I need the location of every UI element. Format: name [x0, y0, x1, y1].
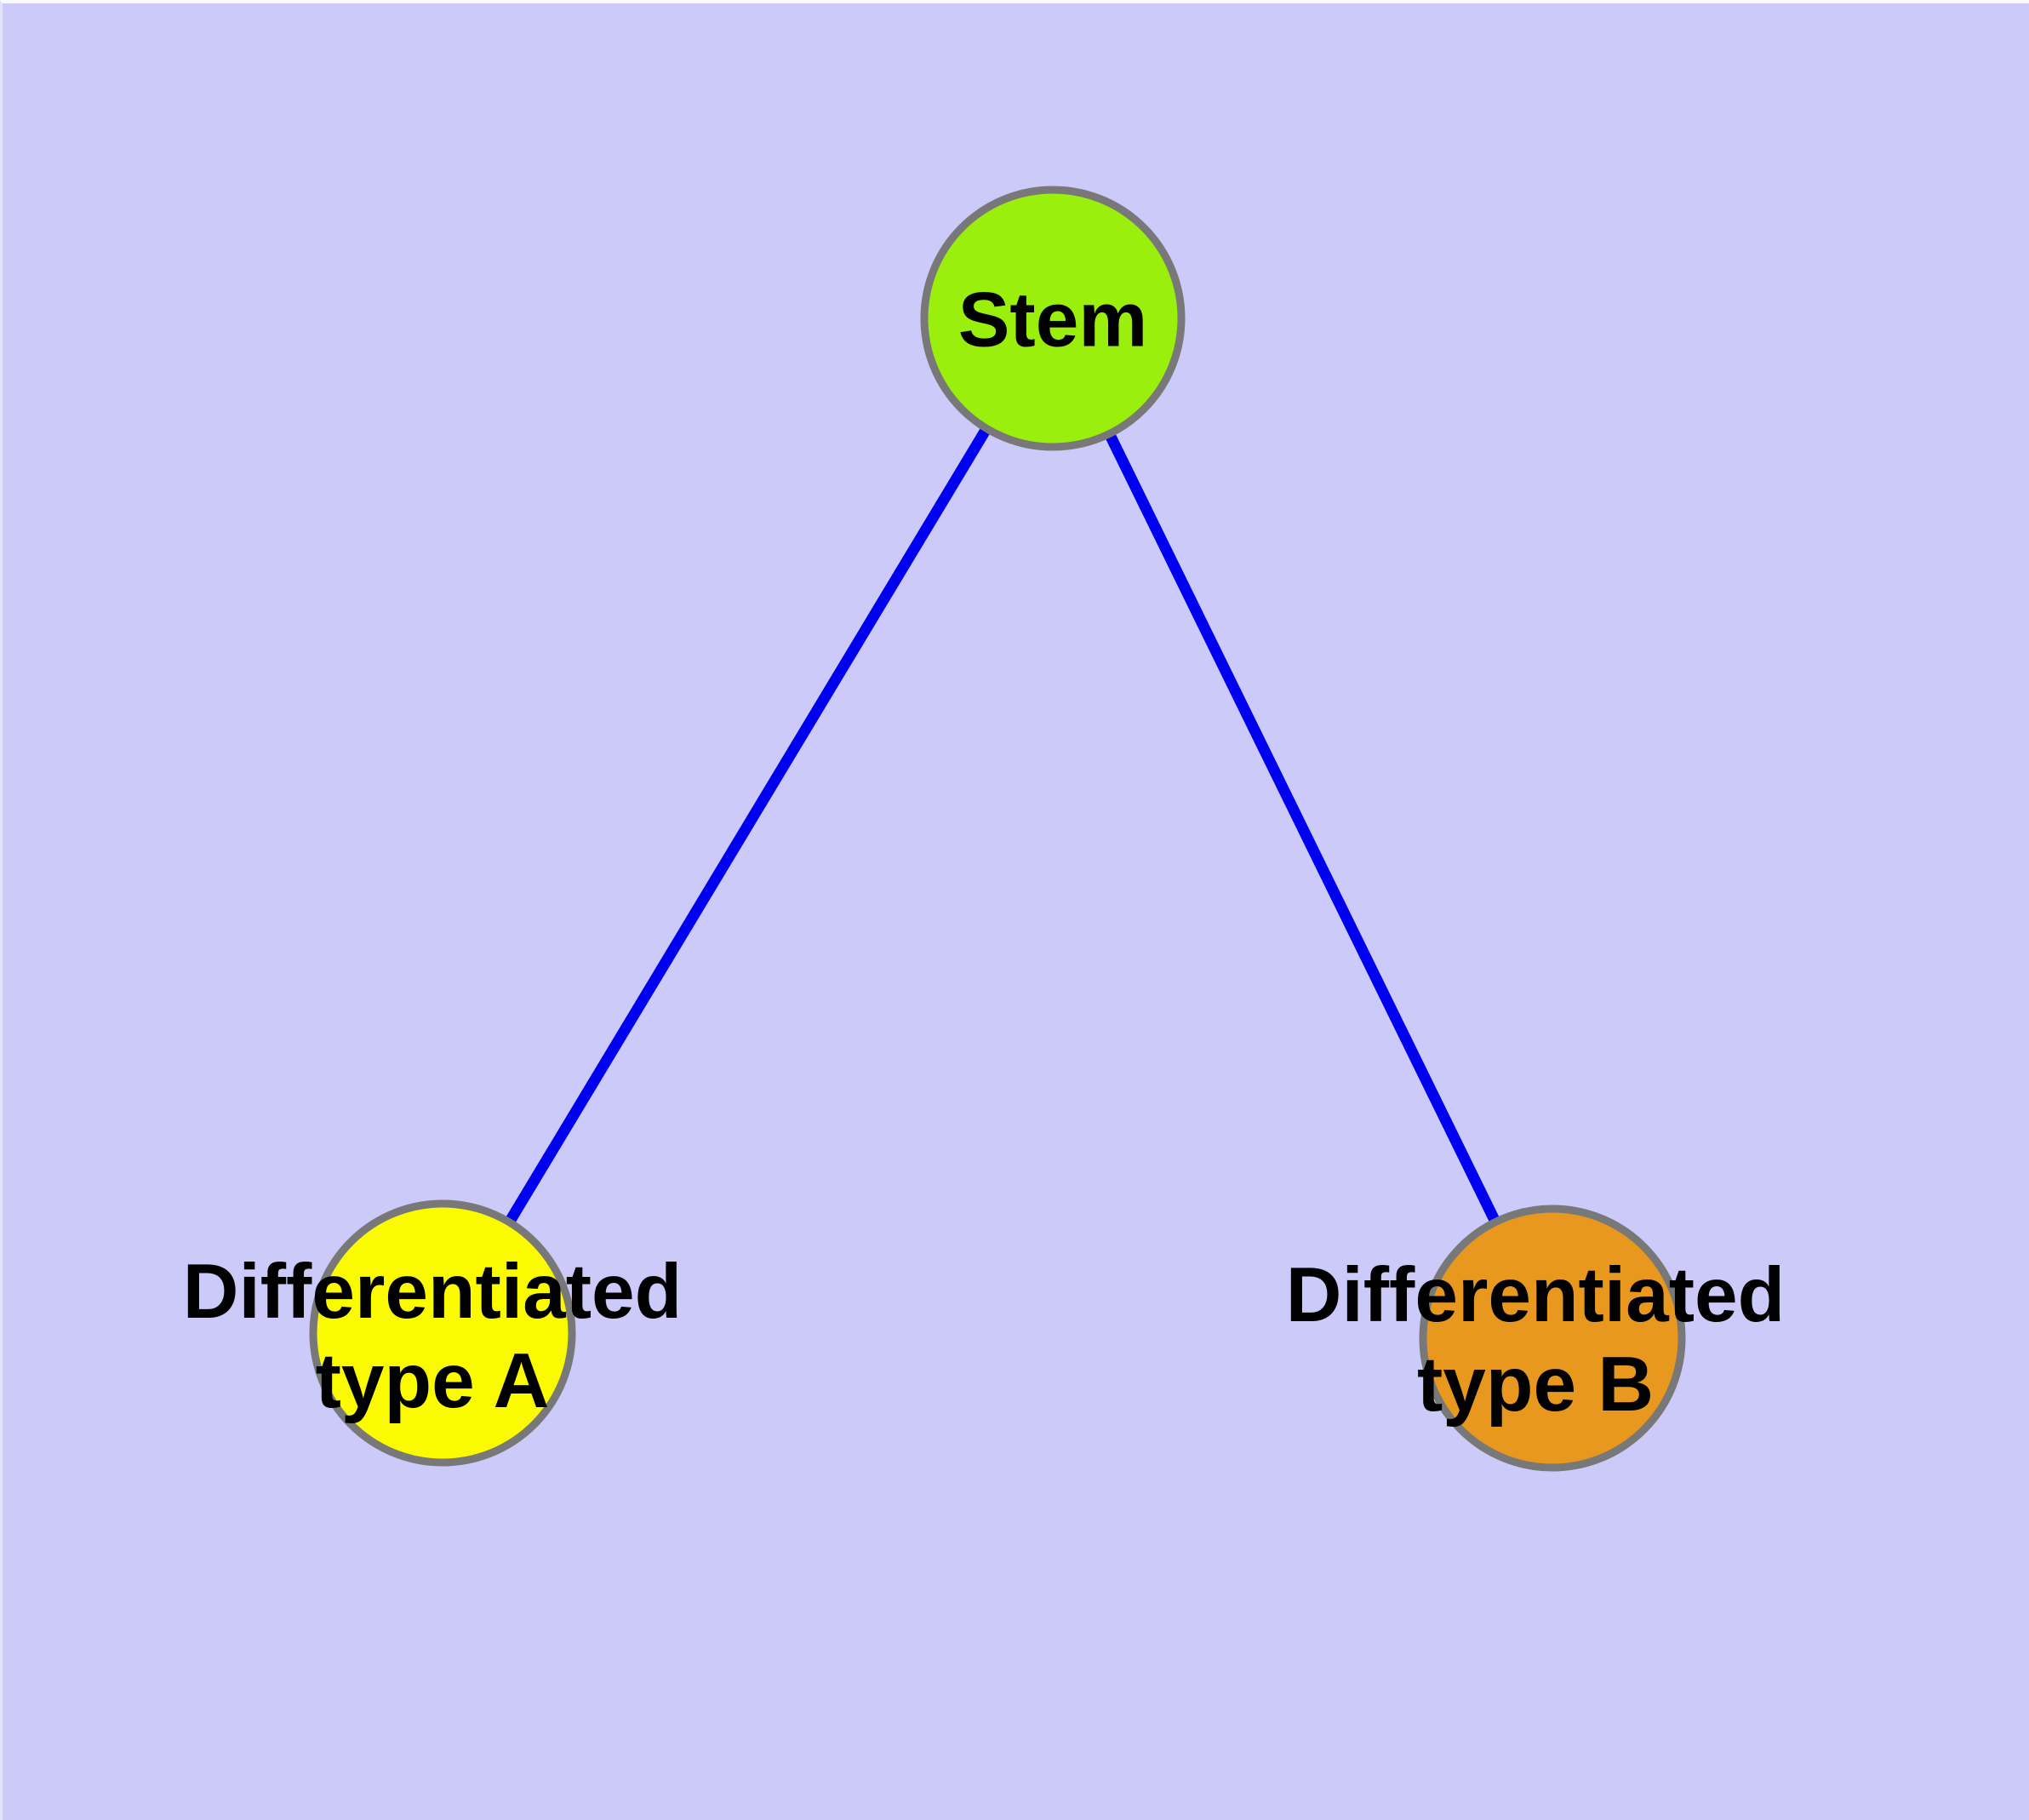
type-b-node-label: Differentiated type B — [1286, 1251, 1786, 1429]
type-a-label-line-1: Differentiated — [182, 1249, 683, 1335]
type-a-node-label: Differentiated type A — [183, 1247, 683, 1426]
stem-node-circle — [920, 186, 1186, 451]
edge-stem-to-type-a — [437, 315, 1058, 1336]
type-b-label-line-1: Differentiated — [1285, 1252, 1786, 1338]
type-a-node-circle — [309, 1199, 576, 1467]
type-a-label-line-2: type A — [315, 1338, 550, 1424]
type-b-label-line-2: type B — [1416, 1342, 1655, 1428]
stem-node-label: Stem — [958, 276, 1148, 365]
type-b-node-circle — [1419, 1205, 1686, 1472]
stem-label-line: Stem — [957, 277, 1148, 363]
edge-stem-to-type-b — [1048, 316, 1557, 1341]
